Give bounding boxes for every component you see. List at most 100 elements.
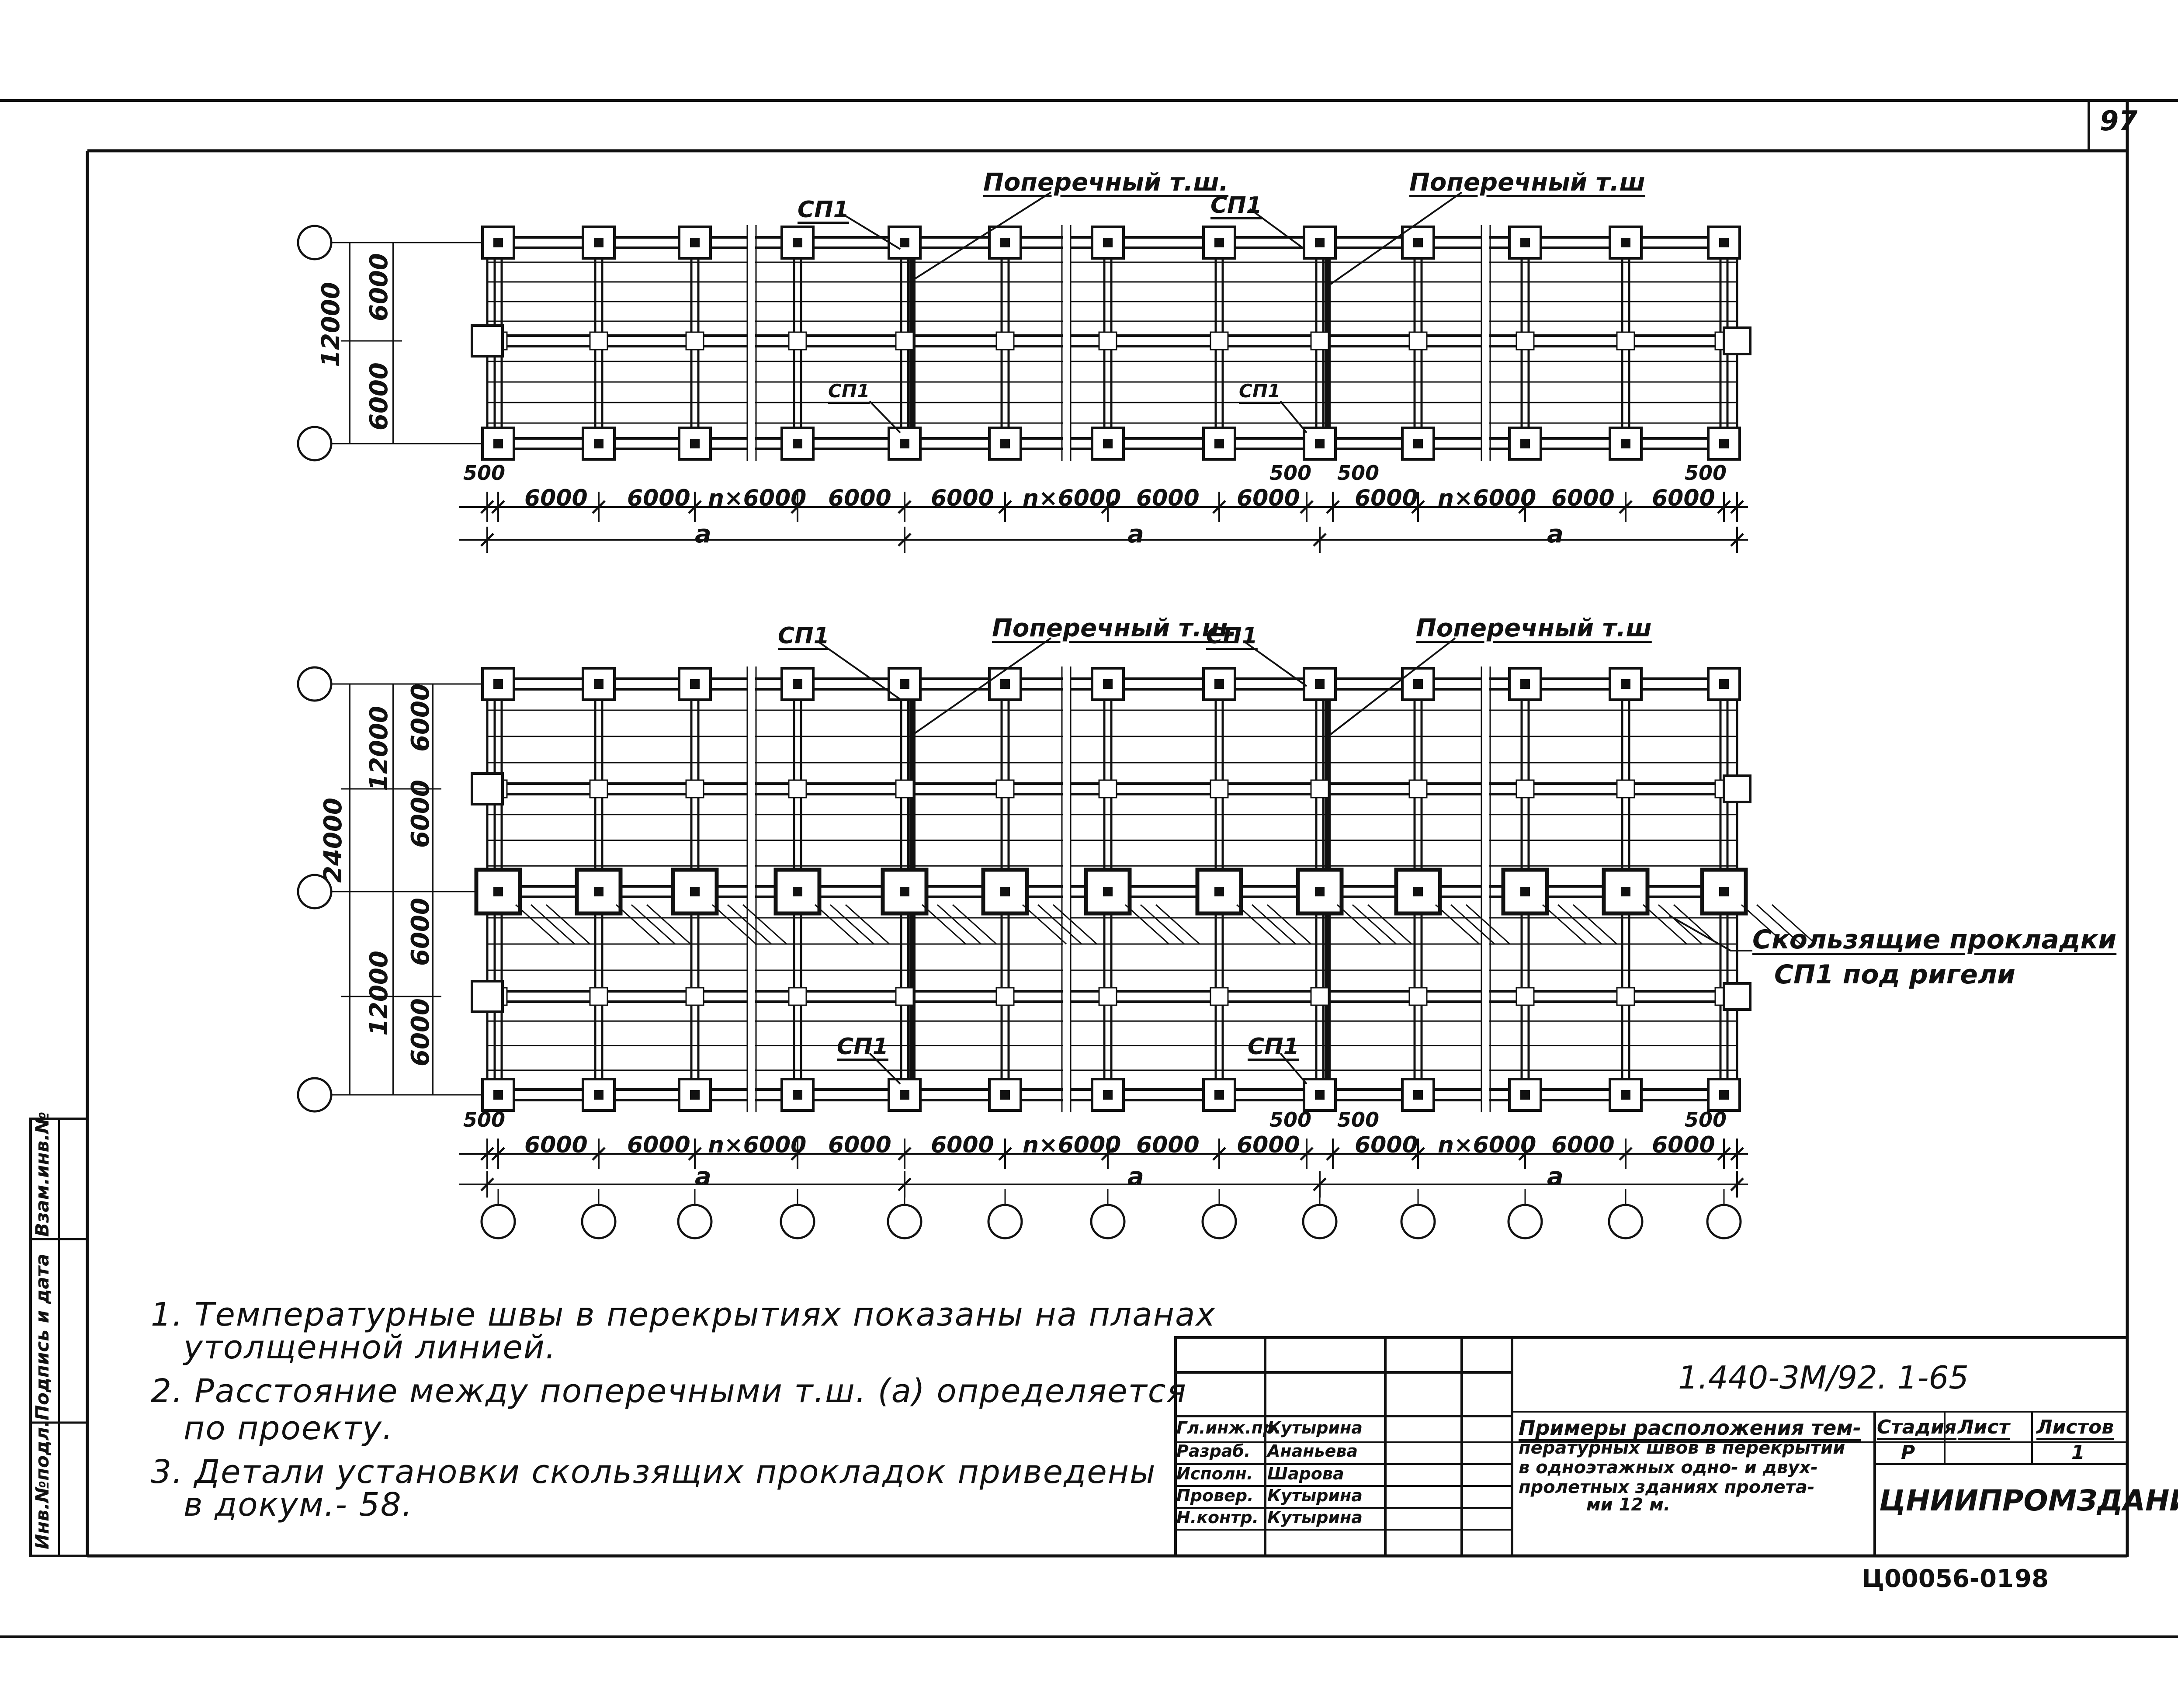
column-core xyxy=(690,887,700,896)
dimension-label: 6000 xyxy=(1551,1132,1615,1158)
dimension-slash xyxy=(791,1147,805,1161)
drawing-title-line: ми 12 м. xyxy=(1586,1495,1671,1515)
dimension-label: 500 xyxy=(1685,461,1727,485)
span-label: a xyxy=(695,1163,711,1191)
dimension-slash xyxy=(1619,1147,1633,1161)
sliding-pad-hatch xyxy=(515,904,560,945)
column-core xyxy=(1214,887,1224,896)
column-core xyxy=(793,238,802,247)
girder-joint-mark xyxy=(1616,779,1635,798)
column-core xyxy=(900,887,909,896)
signature-name: Кутырина xyxy=(1267,1508,1363,1527)
stamp-sheet-header: Лист xyxy=(1958,1416,2010,1438)
plan1-transverse-joint-label-2: Поперечный т.ш xyxy=(1409,168,1645,197)
dimension-label: 6000 xyxy=(1136,485,1200,511)
signature-role: Гл.инж.пр. xyxy=(1176,1418,1281,1437)
dimension-slash xyxy=(998,500,1012,514)
column-core xyxy=(1103,679,1113,689)
axis-bubble xyxy=(887,1204,923,1239)
plan1-transverse-joint-label-1: Поперечный т.ш. xyxy=(983,168,1229,197)
girder-joint-mark xyxy=(589,987,608,1006)
column-core xyxy=(793,1090,802,1100)
column-core xyxy=(1315,238,1325,247)
girder-joint-mark xyxy=(685,331,704,351)
plan2-left-dim-total: 24000 xyxy=(319,798,347,883)
side-stamp-replacement-number: Взам.инв.№ xyxy=(31,1111,53,1237)
break-gap xyxy=(748,667,755,1112)
column xyxy=(1602,868,1650,916)
axis-bubble xyxy=(581,1204,617,1239)
dimension-slash xyxy=(1313,1177,1327,1191)
archive-number: 98 xyxy=(2015,1565,2049,1593)
sliding-pad-hatch xyxy=(1022,904,1067,945)
column-core xyxy=(493,238,503,247)
column-core xyxy=(1000,238,1010,247)
dimension-label: 500 xyxy=(1269,1108,1312,1132)
leader-line xyxy=(1280,1052,1307,1085)
column-core xyxy=(690,238,700,247)
sliding-pad-hatch xyxy=(615,904,661,945)
column-core xyxy=(594,887,603,896)
column xyxy=(1508,1078,1542,1112)
dimension-slash xyxy=(1730,1147,1744,1161)
girder-joint-mark xyxy=(1310,331,1329,351)
archive-code: Ц00056-01 xyxy=(1862,1565,2014,1593)
dimension-slash xyxy=(1212,1147,1226,1161)
sliding-pad-hatch xyxy=(1435,904,1480,945)
break-gap xyxy=(1063,667,1070,1112)
leader-line xyxy=(1280,400,1307,434)
column-core xyxy=(1520,439,1530,448)
leader-line xyxy=(912,637,1052,735)
end-column xyxy=(471,324,504,358)
dimension-slash xyxy=(1313,533,1327,547)
axis-bubble xyxy=(1608,1204,1644,1239)
dimension-label: 500 xyxy=(1337,461,1380,485)
sliding-pad-hatch xyxy=(1037,904,1082,945)
sliding-pad-hatch xyxy=(1771,904,1817,945)
plan1-sp1-label: СП1 xyxy=(1210,192,1262,219)
column-core xyxy=(690,1090,700,1100)
dimension-label: 6000 xyxy=(524,485,588,511)
sliding-pad-hatch xyxy=(1155,904,1200,945)
note-line: утолщенной линией. xyxy=(184,1329,557,1366)
end-column xyxy=(1723,982,1751,1011)
plan2-transverse-joint-label-2: Поперечный т.ш xyxy=(1416,614,1652,642)
column-core xyxy=(1520,1090,1530,1100)
page-number: 97 xyxy=(2100,105,2138,137)
signature-role: Н.контр. xyxy=(1176,1508,1259,1527)
column xyxy=(1202,226,1236,260)
column-core xyxy=(1000,679,1010,689)
axis-bubble xyxy=(1706,1204,1742,1239)
column-core xyxy=(900,238,909,247)
plan2-left-dim-lower-half: 12000 xyxy=(365,951,393,1036)
column-core xyxy=(1214,238,1224,247)
column-core xyxy=(594,679,603,689)
dimension-label: n×6000 xyxy=(1023,1132,1121,1158)
plan2-left-dim-upper-half: 12000 xyxy=(365,706,393,791)
signature-role: Исполн. xyxy=(1176,1464,1253,1483)
column-core xyxy=(1103,238,1113,247)
plan1-left-dim-upper: 6000 xyxy=(365,253,393,321)
girder-joint-mark xyxy=(895,779,914,798)
leader-line xyxy=(1245,642,1307,687)
dimension-slash xyxy=(1730,500,1744,514)
drawing-title-line: пературных швов в перекрытии xyxy=(1519,1438,1845,1458)
drawing-title-line: в одноэтажных одно- и двух- xyxy=(1519,1458,1818,1478)
end-column xyxy=(471,980,504,1013)
leader-line xyxy=(912,191,1052,281)
plan1-left-dim-total: 12000 xyxy=(317,282,345,367)
girder-joint-mark xyxy=(1098,331,1117,351)
girder-joint-mark xyxy=(685,987,704,1006)
column xyxy=(1707,1078,1741,1112)
dimension-slash xyxy=(1717,500,1731,514)
column-core xyxy=(1103,439,1113,448)
dimension-slash xyxy=(480,1147,494,1161)
break-gap xyxy=(1482,667,1489,1112)
dimension-slash xyxy=(1101,500,1115,514)
column-core xyxy=(1621,1090,1630,1100)
plan-2-geometry xyxy=(297,637,1817,1239)
dimension-slash xyxy=(1101,1147,1115,1161)
dimension-slash xyxy=(791,500,805,514)
dimension-label: 6000 xyxy=(627,1132,690,1158)
